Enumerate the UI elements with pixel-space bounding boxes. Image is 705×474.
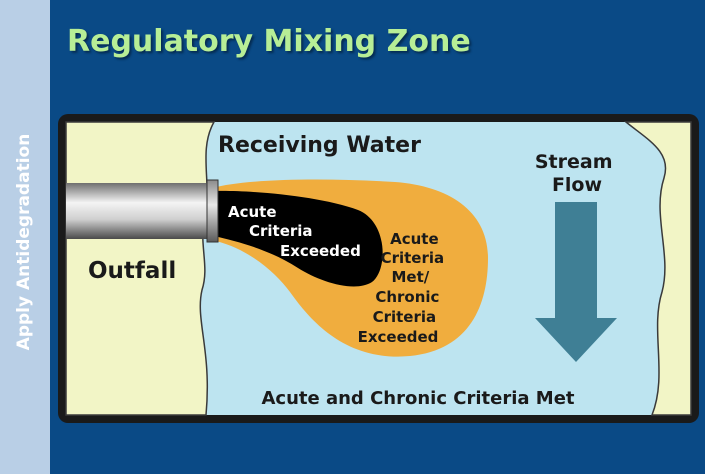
- chronic-zone-line-6: Exceeded: [358, 328, 439, 346]
- acute-exceeded-line-2: Criteria: [249, 222, 313, 240]
- chronic-zone-line-1: Acute: [390, 230, 439, 248]
- page-title: Regulatory Mixing Zone: [67, 24, 471, 59]
- chronic-zone-line-2: Criteria: [381, 249, 445, 267]
- acute-exceeded-line-3: Exceeded: [280, 242, 361, 260]
- chronic-zone-label: Acute Criteria Met/ Chronic Criteria Exc…: [358, 230, 450, 346]
- criteria-met-label: Acute and Chronic Criteria Met: [261, 388, 574, 409]
- right-bank: [623, 121, 692, 416]
- stream-flow-line-1: Stream: [535, 151, 613, 173]
- chronic-zone-line-4: Chronic: [375, 288, 439, 306]
- outfall-pipe: [66, 183, 216, 239]
- receiving-water-label: Receiving Water: [218, 133, 421, 158]
- stream-flow-line-2: Flow: [552, 174, 602, 196]
- outfall-pipe-end: [206, 179, 219, 243]
- outfall-label: Outfall: [88, 258, 176, 284]
- acute-exceeded-line-1: Acute: [228, 203, 277, 221]
- side-bar: Apply Antidegradation: [0, 0, 50, 474]
- chronic-zone-line-5: Criteria: [373, 308, 437, 326]
- stream-flow-arrow: [535, 202, 617, 362]
- acute-plume: [214, 190, 383, 287]
- stream-flow-label: Stream Flow: [535, 151, 619, 196]
- acute-exceeded-label: Acute Criteria Exceeded: [228, 203, 361, 260]
- chronic-zone-line-3: Met/: [392, 268, 430, 286]
